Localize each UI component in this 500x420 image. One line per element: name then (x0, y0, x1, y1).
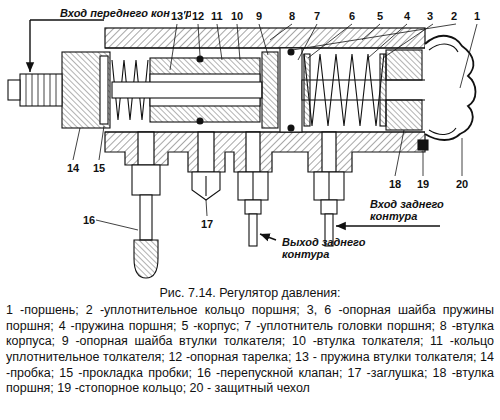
callout-number: 20 (455, 178, 469, 190)
callout-number: 14 (66, 162, 80, 174)
callout-number: 15 (92, 162, 106, 174)
callout-number: 17 (200, 218, 214, 230)
callout-number: 8 (288, 10, 296, 22)
callout-number: 13 (170, 10, 184, 22)
callout-number: 1 (473, 10, 481, 22)
callout-number: 9 (255, 10, 263, 22)
callout-number: 5 (376, 10, 384, 22)
callout-number: 10 (230, 10, 244, 22)
callout-number: 2 (450, 10, 458, 22)
port-label: Выход заднего контура (282, 236, 372, 260)
callout-number: 3 (426, 10, 434, 22)
bottom-fittings (132, 165, 344, 278)
callout-number: 4 (403, 10, 411, 22)
callout-number: 6 (348, 10, 356, 22)
callout-number: 12 (191, 10, 205, 22)
leader-lines (73, 24, 477, 230)
callout-number: 7 (313, 10, 321, 22)
figure-caption: Рис. 7.14. Регулятор давления: (0, 286, 500, 302)
port-label: Вход заднего контура (370, 198, 460, 222)
callout-number: 11 (210, 10, 224, 22)
internal-parts (8, 36, 476, 150)
caption-list: 1 -поршень; 2 -уплотнительное кольцо пор… (6, 303, 494, 397)
callout-number: 19 (416, 178, 430, 190)
callout-number: 18 (388, 178, 402, 190)
callout-number: 16 (82, 214, 96, 226)
